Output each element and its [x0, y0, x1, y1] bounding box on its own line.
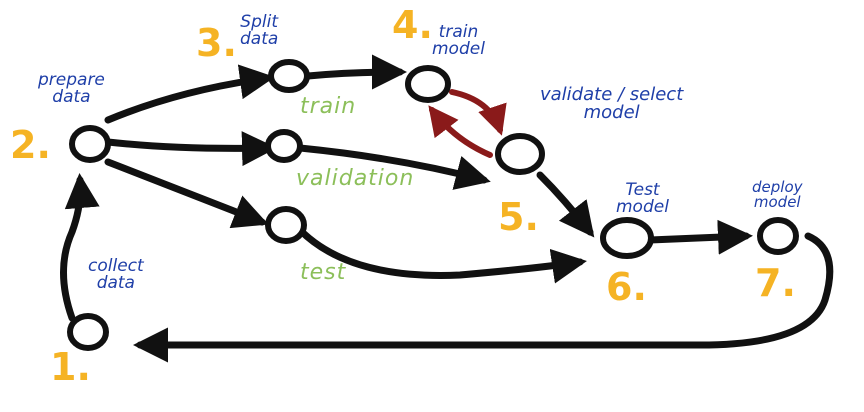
- label-collect-data: collect data: [88, 256, 144, 293]
- label-prepare-data: prepare data: [38, 70, 105, 107]
- step-number-6: 6.: [606, 265, 647, 309]
- step-number-1: 1.: [50, 345, 91, 389]
- label-split-data: Split data: [240, 12, 279, 49]
- node-split-validation: [265, 129, 303, 163]
- edge-prepare-to-split-test: [104, 158, 269, 229]
- step-number-2: 2.: [10, 123, 51, 167]
- label-test-model: Test model: [616, 180, 669, 217]
- edge-test-model-to-deploy: [646, 219, 753, 255]
- edge-split-train-to-train-model: [304, 54, 407, 90]
- label-split-validation: validation: [296, 166, 415, 191]
- node-test-model: [600, 217, 654, 259]
- node-train-model: [405, 65, 451, 103]
- node-prepare-data: [69, 125, 111, 163]
- node-deploy-model: [757, 217, 799, 255]
- edge-split-validation-to-validate: [296, 144, 491, 190]
- edge-validate-to-test-model: [536, 171, 595, 238]
- step-number-5: 5.: [498, 195, 539, 239]
- step-number-3: 3.: [196, 21, 237, 65]
- edge-split-test-to-test-model: [296, 226, 587, 284]
- label-train-model: train model: [432, 22, 485, 59]
- node-collect-data: [67, 313, 109, 351]
- label-split-train: train: [300, 94, 357, 119]
- node-split-test: [265, 206, 307, 244]
- label-validate-select-model: validate / select model: [540, 84, 684, 123]
- edge-collect-to-prepare: [60, 173, 100, 322]
- edge-prepare-to-split-train: [104, 64, 275, 124]
- step-number-4: 4.: [392, 3, 433, 47]
- label-deploy-model: deploy model: [752, 178, 803, 211]
- label-split-test: test: [300, 260, 347, 285]
- edge-train-to-validate-loop: [449, 89, 507, 136]
- edge-validate-to-train-loop: [428, 105, 493, 158]
- edge-deploy-to-collect: [133, 232, 834, 363]
- node-split-train: [268, 59, 310, 93]
- node-validate-model: [495, 133, 545, 175]
- edge-prepare-to-split-validation: [104, 131, 277, 167]
- step-number-7: 7.: [755, 261, 796, 305]
